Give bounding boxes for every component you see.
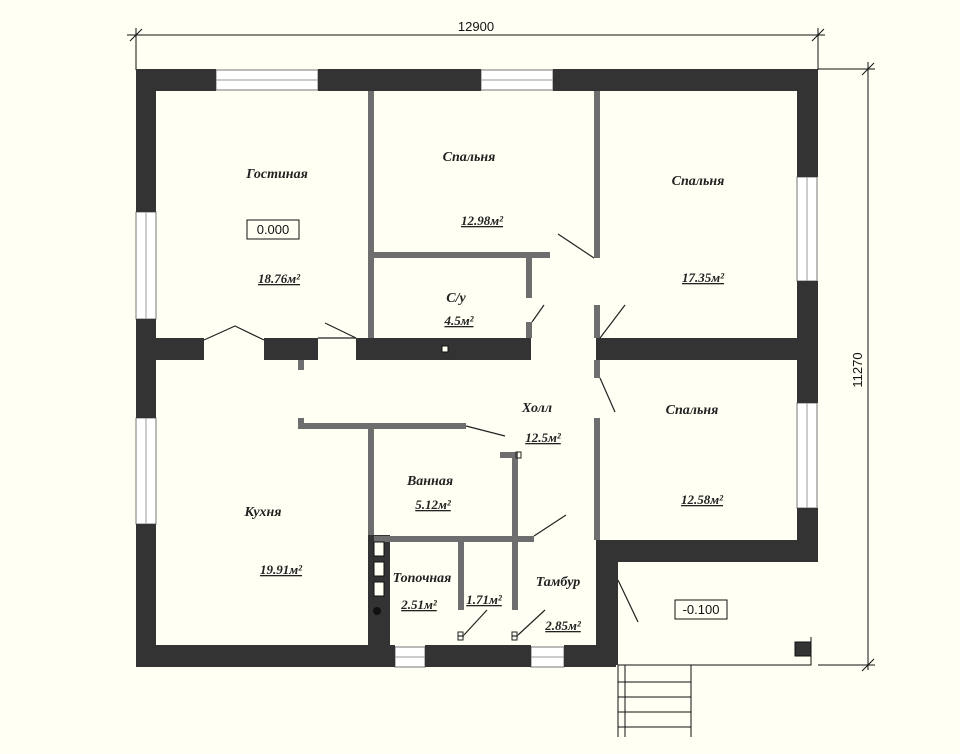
wall-mid-2 [264, 338, 318, 360]
partition-hall-bed3-1 [594, 360, 600, 378]
wall-mid-4 [596, 338, 797, 360]
chimney [373, 345, 449, 615]
level-box-main [246, 219, 300, 240]
dimension-top [127, 28, 825, 70]
door-wc [531, 304, 545, 323]
dimension-right [818, 62, 875, 672]
door-bed2 [599, 304, 626, 339]
dimension-height-label: 11270 [850, 352, 865, 387]
room-hall-name: Холл [521, 401, 552, 416]
partition-living-bed1 [368, 91, 374, 338]
partition-bed2-hall [594, 305, 600, 338]
wall-porch-top [596, 540, 818, 562]
wall-left-2 [136, 319, 156, 418]
partition-bath-jog [500, 452, 518, 458]
door-living-leaf [324, 322, 357, 339]
room-kitchen-area: 19.91м² [260, 562, 303, 577]
window-glazing [145, 79, 808, 658]
partition-kitchen-bath [368, 423, 374, 535]
wall-right-1 [797, 69, 818, 177]
door-jambs [457, 451, 522, 641]
room-vestibule-area: 2.85м² [544, 618, 582, 633]
room-boiler-area: 2.51м² [400, 597, 438, 612]
doors [203, 233, 639, 637]
wall-mid-1 [156, 338, 204, 360]
room-bed2-area: 17.35м² [682, 270, 725, 285]
wall-right-2 [797, 281, 818, 403]
interior-walls [156, 338, 797, 360]
room-kitchen-name: Кухня [244, 505, 282, 520]
wall-top-3 [553, 69, 818, 91]
door-bed3 [599, 377, 616, 413]
partition-wc-stub [526, 258, 532, 298]
dimension-width-label: 12900 [458, 19, 494, 34]
partition-wc-door [526, 322, 532, 338]
partition-kitchen-h [298, 423, 466, 429]
room-bed3-area: 12.58м² [681, 492, 724, 507]
exterior-walls [136, 69, 818, 667]
door-bed1 [557, 233, 595, 259]
door-vestibule [517, 609, 546, 636]
wall-left-3 [136, 524, 156, 667]
room-vestibule-name: Тамбур [536, 575, 580, 590]
partition-bed1-bed2 [594, 91, 600, 258]
room-hall-area: 12.5м² [525, 430, 562, 445]
room-boiler-name: Топочная [393, 571, 452, 586]
level-main: 0.000 [257, 222, 290, 237]
door-pantry [463, 609, 488, 636]
room-bath-name: Ванная [406, 474, 453, 489]
wall-porch-left [596, 540, 618, 665]
door-kitchen-hall [465, 425, 506, 437]
room-bed2-name: Спальня [672, 174, 725, 189]
porch [618, 637, 812, 737]
room-living-area: 18.76м² [258, 271, 301, 286]
room-living-name: Гостиная [245, 167, 308, 182]
room-wc-name: С/у [446, 291, 466, 306]
door-porch [617, 579, 639, 623]
room-bed3-name: Спальня [666, 403, 719, 418]
partition-pantry-vestibule [512, 542, 518, 610]
porch-stairs [617, 665, 691, 737]
wall-left-1 [136, 69, 156, 212]
door-living-hall [203, 325, 265, 341]
room-bed1-name: Спальня [443, 150, 496, 165]
partition-bath-right [512, 455, 518, 540]
wall-bottom-1 [136, 645, 395, 667]
room-bed1-area: 12.98м² [461, 213, 504, 228]
partition-boiler-pantry [458, 542, 464, 610]
level-box-porch [674, 599, 728, 620]
partition-hall-bed3-2 [594, 418, 600, 540]
partition-bath-bottom [374, 536, 534, 542]
wall-bottom-2 [425, 645, 531, 667]
partition-bed1-wc [374, 252, 550, 258]
wall-top-2 [318, 69, 481, 91]
room-wc-area: 4.5м² [443, 313, 474, 328]
partitions [298, 91, 600, 610]
room-bath-area: 5.12м² [415, 497, 452, 512]
room-pantry-area: 1.71м² [466, 592, 503, 607]
partition-hall-stub [298, 360, 304, 370]
door-bath [533, 514, 567, 537]
level-porch: -0.100 [683, 602, 720, 617]
partition-kitchen-top [298, 418, 304, 426]
